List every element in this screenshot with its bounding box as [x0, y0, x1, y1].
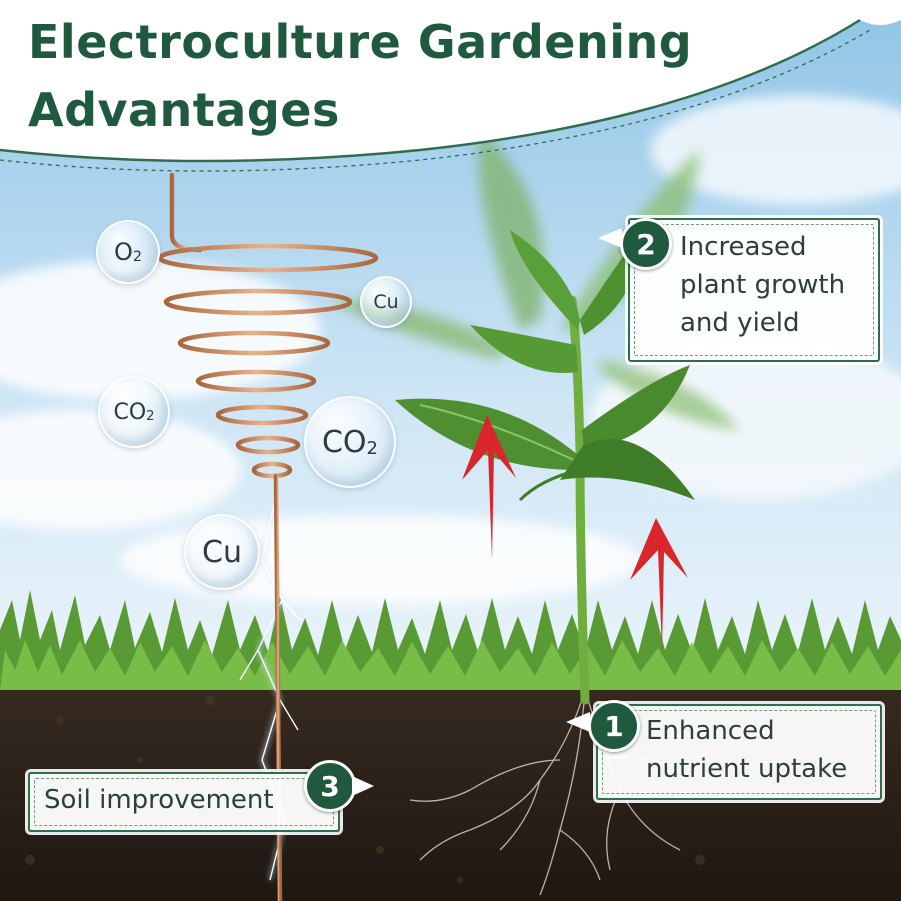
callout-soil-improvement-line-1: Soil improvement	[44, 785, 274, 815]
copper-coil	[157, 172, 379, 901]
callout-nutrient-uptake-line-1: Enhanced	[646, 716, 775, 746]
grass-highlights	[0, 640, 901, 690]
title-banner	[0, 0, 901, 161]
copper-bubble-small: Cu	[360, 276, 412, 328]
pointer-triangle-2	[598, 228, 622, 248]
pointer-triangle-1	[566, 712, 590, 732]
callout-plant-growth-line-1: Increased	[680, 232, 807, 262]
number-badge-2: 2	[620, 218, 672, 270]
pointer-triangle-3	[352, 776, 374, 796]
title-line-1: Electroculture Gardening	[28, 15, 693, 69]
callout-plant-growth-line-3: and yield	[680, 308, 800, 338]
growth-arrows	[462, 415, 688, 650]
callout-plant-growth-line-2: plant growth	[680, 270, 846, 300]
banner-divider	[0, 18, 861, 163]
number-badge-3: 3	[304, 760, 356, 812]
page-title: Electroculture Gardening Advantages	[28, 8, 692, 144]
copper-bubble-large: Cu	[184, 514, 260, 590]
title-line-2: Advantages	[28, 83, 340, 137]
callout-soil-improvement: Soil improvement	[28, 772, 340, 832]
callout-nutrient-uptake: Enhanced nutrient uptake	[596, 704, 882, 800]
callout-nutrient-uptake-line-2: nutrient uptake	[646, 754, 848, 784]
grass	[0, 590, 901, 690]
number-badge-1: 1	[588, 700, 640, 752]
banner-divider-dashed	[0, 29, 871, 172]
